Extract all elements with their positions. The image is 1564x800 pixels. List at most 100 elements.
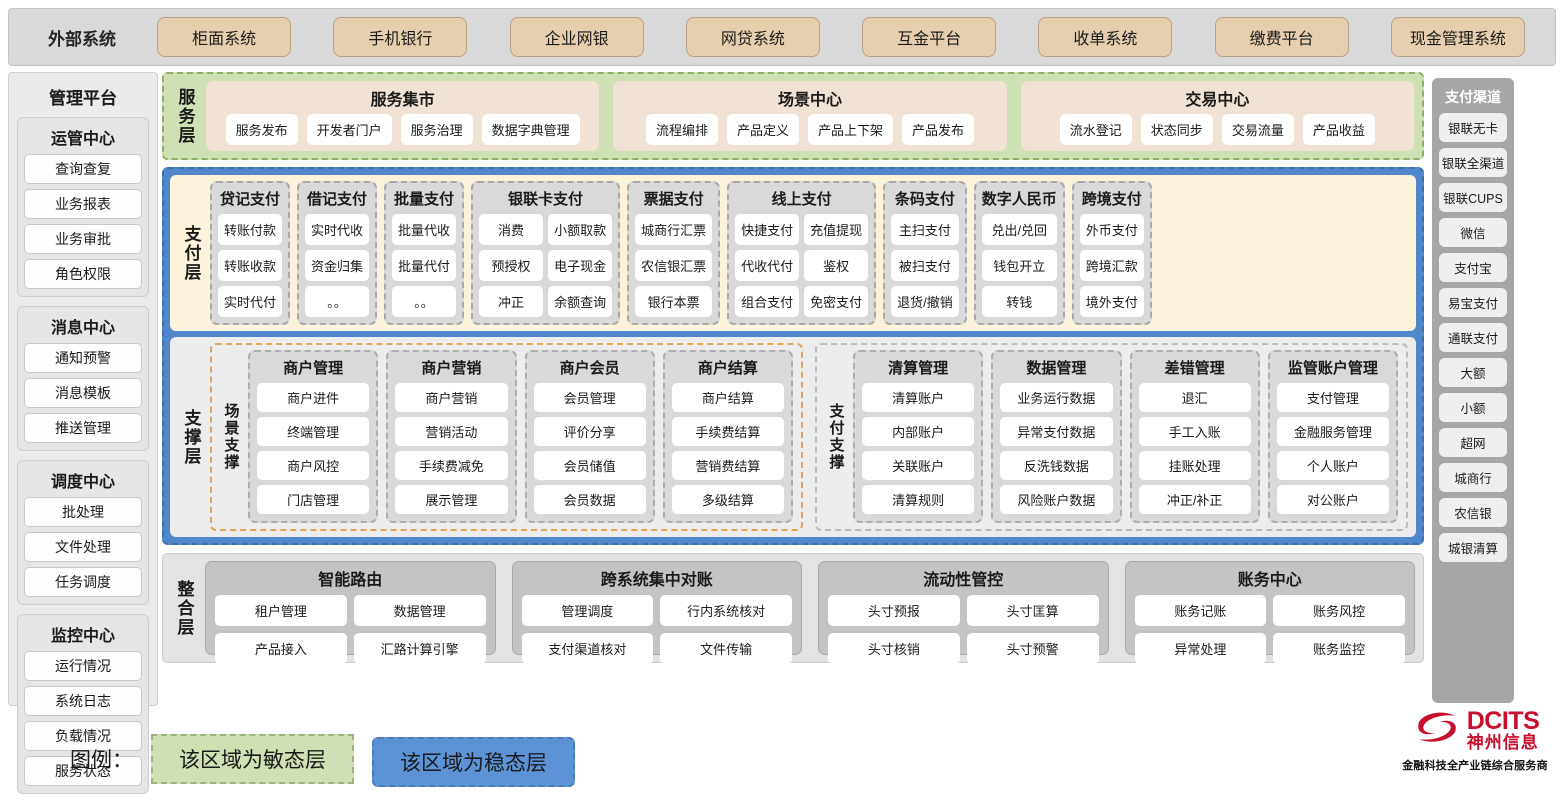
payment-item[interactable]: 电子现金 xyxy=(548,250,612,281)
support-item[interactable]: 评价分享 xyxy=(534,417,646,446)
payment-item[interactable]: 外币支付 xyxy=(1080,214,1144,245)
payment-item[interactable]: 银行本票 xyxy=(635,286,712,317)
payment-item[interactable]: 组合支付 xyxy=(735,286,799,317)
support-item[interactable]: 内部账户 xyxy=(862,417,974,446)
sidebar-item[interactable]: 文件处理 xyxy=(24,532,142,562)
service-chip[interactable]: 流水登记 xyxy=(1060,114,1132,145)
payment-item[interactable]: 小额取款 xyxy=(548,214,612,245)
sidebar-item[interactable]: 批处理 xyxy=(24,497,142,527)
service-chip[interactable]: 服务发布 xyxy=(226,114,298,145)
sidebar-item[interactable]: 运行情况 xyxy=(24,651,142,681)
payment-item[interactable]: 转钱 xyxy=(982,286,1057,317)
payment-item[interactable]: 。。 xyxy=(305,286,369,317)
payment-channel-item[interactable]: 城商行 xyxy=(1439,463,1507,492)
support-item[interactable]: 商户结算 xyxy=(672,383,784,412)
service-chip[interactable]: 数据字典管理 xyxy=(482,114,580,145)
support-item[interactable]: 异常支付数据 xyxy=(1000,417,1112,446)
service-chip[interactable]: 产品定义 xyxy=(727,114,799,145)
integration-item[interactable]: 产品接入 xyxy=(215,633,347,664)
payment-channel-item[interactable]: 支付宝 xyxy=(1439,253,1507,282)
payment-item[interactable]: 消费 xyxy=(479,214,543,245)
payment-item[interactable]: 批量代收 xyxy=(392,214,456,245)
support-item[interactable]: 清算规则 xyxy=(862,485,974,514)
support-item[interactable]: 关联账户 xyxy=(862,451,974,480)
support-item[interactable]: 业务运行数据 xyxy=(1000,383,1112,412)
payment-item[interactable]: 充值提现 xyxy=(804,214,868,245)
support-item[interactable]: 商户风控 xyxy=(257,451,369,480)
external-system-item[interactable]: 收单系统 xyxy=(1038,17,1172,57)
integration-item[interactable]: 头寸预警 xyxy=(967,633,1099,664)
payment-item[interactable]: 快捷支付 xyxy=(735,214,799,245)
payment-item[interactable]: 实时代付 xyxy=(218,286,282,317)
integration-item[interactable]: 汇路计算引擎 xyxy=(354,633,486,664)
integration-item[interactable]: 异常处理 xyxy=(1135,633,1267,664)
service-chip[interactable]: 流程编排 xyxy=(646,114,718,145)
integration-item[interactable]: 支付渠道核对 xyxy=(522,633,654,664)
support-item[interactable]: 清算账户 xyxy=(862,383,974,412)
support-item[interactable]: 挂账处理 xyxy=(1139,451,1251,480)
payment-item[interactable]: 余额查询 xyxy=(548,286,612,317)
payment-channel-item[interactable]: 超网 xyxy=(1439,428,1507,457)
service-chip[interactable]: 服务治理 xyxy=(401,114,473,145)
sidebar-item[interactable]: 消息模板 xyxy=(24,378,142,408)
external-system-item[interactable]: 缴费平台 xyxy=(1215,17,1349,57)
integration-item[interactable]: 头寸预报 xyxy=(828,595,960,626)
payment-item[interactable]: 转账收款 xyxy=(218,250,282,281)
support-item[interactable]: 冲正/补正 xyxy=(1139,485,1251,514)
payment-item[interactable]: 批量代付 xyxy=(392,250,456,281)
integration-item[interactable]: 数据管理 xyxy=(354,595,486,626)
payment-item[interactable]: 鉴权 xyxy=(804,250,868,281)
external-system-item[interactable]: 企业网银 xyxy=(510,17,644,57)
sidebar-item[interactable]: 业务审批 xyxy=(24,224,142,254)
support-item[interactable]: 终端管理 xyxy=(257,417,369,446)
support-item[interactable]: 个人账户 xyxy=(1277,451,1389,480)
external-system-item[interactable]: 网贷系统 xyxy=(686,17,820,57)
support-item[interactable]: 手续费减免 xyxy=(395,451,507,480)
support-item[interactable]: 会员储值 xyxy=(534,451,646,480)
service-chip[interactable]: 产品收益 xyxy=(1303,114,1375,145)
support-item[interactable]: 商户进件 xyxy=(257,383,369,412)
support-item[interactable]: 手续费结算 xyxy=(672,417,784,446)
integration-item[interactable]: 头寸核销 xyxy=(828,633,960,664)
service-chip[interactable]: 开发者门户 xyxy=(307,114,392,145)
sidebar-item[interactable]: 推送管理 xyxy=(24,413,142,443)
integration-item[interactable]: 租户管理 xyxy=(215,595,347,626)
payment-channel-item[interactable]: 通联支付 xyxy=(1439,323,1507,352)
service-chip[interactable]: 产品发布 xyxy=(902,114,974,145)
sidebar-item[interactable]: 通知预警 xyxy=(24,343,142,373)
payment-channel-item[interactable]: 银联CUPS xyxy=(1439,183,1507,212)
support-item[interactable]: 会员数据 xyxy=(534,485,646,514)
sidebar-item[interactable]: 任务调度 xyxy=(24,567,142,597)
payment-item[interactable]: 境外支付 xyxy=(1080,286,1144,317)
integration-item[interactable]: 行内系统核对 xyxy=(660,595,792,626)
payment-item[interactable]: 钱包开立 xyxy=(982,250,1057,281)
support-item[interactable]: 金融服务管理 xyxy=(1277,417,1389,446)
support-item[interactable]: 营销活动 xyxy=(395,417,507,446)
payment-item[interactable]: 免密支付 xyxy=(804,286,868,317)
payment-item[interactable]: 农信银汇票 xyxy=(635,250,712,281)
payment-channel-item[interactable]: 农信银 xyxy=(1439,498,1507,527)
integration-item[interactable]: 账务记账 xyxy=(1135,595,1267,626)
payment-channel-item[interactable]: 银联无卡 xyxy=(1439,113,1507,142)
sidebar-item[interactable]: 系统日志 xyxy=(24,686,142,716)
integration-item[interactable]: 文件传输 xyxy=(660,633,792,664)
payment-item[interactable]: 实时代收 xyxy=(305,214,369,245)
support-item[interactable]: 对公账户 xyxy=(1277,485,1389,514)
sidebar-item[interactable]: 查询查复 xyxy=(24,154,142,184)
external-system-item[interactable]: 现金管理系统 xyxy=(1391,17,1525,57)
support-item[interactable]: 营销费结算 xyxy=(672,451,784,480)
external-system-item[interactable]: 互金平台 xyxy=(862,17,996,57)
integration-item[interactable]: 管理调度 xyxy=(522,595,654,626)
payment-item[interactable]: 跨境汇款 xyxy=(1080,250,1144,281)
payment-item[interactable]: 转账付款 xyxy=(218,214,282,245)
payment-item[interactable]: 。。 xyxy=(392,286,456,317)
payment-item[interactable]: 被扫支付 xyxy=(891,250,959,281)
external-system-item[interactable]: 手机银行 xyxy=(333,17,467,57)
sidebar-item[interactable]: 角色权限 xyxy=(24,259,142,289)
support-item[interactable]: 退汇 xyxy=(1139,383,1251,412)
integration-item[interactable]: 头寸匡算 xyxy=(967,595,1099,626)
payment-item[interactable]: 主扫支付 xyxy=(891,214,959,245)
payment-item[interactable]: 预授权 xyxy=(479,250,543,281)
support-item[interactable]: 风险账户数据 xyxy=(1000,485,1112,514)
support-item[interactable]: 支付管理 xyxy=(1277,383,1389,412)
